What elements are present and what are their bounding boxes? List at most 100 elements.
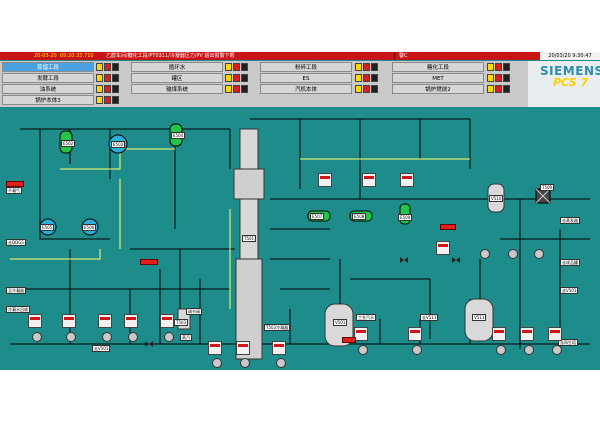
faceplate-panel[interactable] [28,314,42,328]
stream-label: 去再生塔 [558,339,578,346]
equipment-tag[interactable]: E507 [310,213,325,220]
equipment-tag[interactable]: E503 [111,141,126,148]
alarm-indicator-icon [233,85,240,93]
faceplate-panel[interactable] [124,314,138,328]
warning-indicator-icon [96,85,103,93]
pump-icon[interactable] [508,249,518,259]
equipment-tag[interactable]: E502 [61,140,76,147]
warning-indicator-icon [355,85,362,93]
faceplate-panel[interactable] [236,341,250,355]
status-indicator-icon [112,85,119,93]
stream-label: 至冷凝器 [6,287,26,294]
stream-label: 冷凝水回收 [6,306,30,313]
area-button[interactable]: MET [392,73,484,83]
pump-icon[interactable] [66,332,76,342]
pump-icon[interactable] [276,358,286,368]
alarm-box[interactable] [140,259,158,265]
alarm-message: 乙醇车间/糖化工段/PT0311/冷凝器压力/PV 超出报警下限 [106,53,235,59]
faceplate-panel[interactable] [272,341,286,355]
area-button[interactable]: 罐区 [131,73,223,83]
alarm-box[interactable] [440,224,456,230]
alarm-indicator-icon [363,63,370,71]
warning-indicator-icon [96,96,103,104]
pump-icon[interactable] [164,332,174,342]
area-button[interactable]: 输煤系统 [131,84,223,94]
faceplate-panel[interactable] [208,341,222,355]
alarm-indicator-icon [495,85,502,93]
vessel-tag[interactable]: V511 [472,314,487,321]
stream-label: 调节阀 [186,308,202,315]
faceplate-panel[interactable] [548,327,562,341]
faceplate-panel[interactable] [436,241,450,255]
faceplate-panel[interactable] [520,327,534,341]
column-tag[interactable]: T503 [174,319,189,326]
faceplate-panel[interactable] [98,314,112,328]
faceplate-panel[interactable] [62,314,76,328]
pump-icon[interactable] [358,345,368,355]
area-button[interactable]: 汽机本体 [260,84,352,94]
pump-icon[interactable] [102,332,112,342]
pump-icon[interactable] [552,345,562,355]
warning-indicator-icon [96,63,103,71]
warning-indicator-icon [355,63,362,71]
pump-icon[interactable] [128,332,138,342]
alarm-indicator-icon [104,85,111,93]
equipment-tag[interactable]: E505 [40,224,55,231]
equipment-tag[interactable]: E508 [352,213,367,220]
faceplate-panel[interactable] [492,327,506,341]
area-button[interactable]: ES [260,73,352,83]
pump-icon[interactable] [496,345,506,355]
status-indicator-icon [241,85,248,93]
pump-icon[interactable] [412,345,422,355]
pump-icon[interactable] [240,358,250,368]
area-button[interactable]: 锅炉燃烧2 [392,84,484,94]
area-navigation: 蒸馏工段 循环水 粉碎工段 糖化工段 发酵工段 罐区 ES MET 油系统 输煤… [0,61,528,107]
area-button[interactable]: 发酵工段 [2,73,94,83]
equipment-tag[interactable]: E506 [82,224,97,231]
valve-icon[interactable] [145,341,153,347]
faceplate-panel[interactable] [354,327,368,341]
faceplate-panel[interactable] [408,327,422,341]
area-button[interactable]: 锅炉本体3 [2,95,94,105]
alarm-indicator-icon [233,63,240,71]
alarm-box[interactable] [342,337,356,343]
pump-icon[interactable] [524,345,534,355]
valve-icon[interactable] [400,257,408,263]
stream-label: 去DDGS [6,239,26,246]
faceplate-panel[interactable] [362,173,376,187]
area-button[interactable]: 蒸馏工段 [2,62,94,72]
pump-icon[interactable] [534,249,544,259]
status-indicator-icon [241,63,248,71]
pipe-network [10,118,590,360]
status-indicator-icon [241,74,248,82]
equipment-tag[interactable]: E504 [171,132,186,139]
equipment-tag[interactable]: E509 [398,214,413,221]
area-button[interactable]: 循环水 [131,62,223,72]
equipment-tag[interactable]: T509 [540,184,555,191]
pump-icon[interactable] [212,358,222,368]
faceplate-panel[interactable] [400,173,414,187]
column-tag[interactable]: T501 [242,235,257,242]
alarm-date: 20-03-20 [34,53,57,59]
alarm-secondary[interactable]: 警C [394,52,527,60]
area-button[interactable]: 油系统 [2,84,94,94]
status-indicator-icon [503,74,510,82]
vessel-tag[interactable]: V510 [489,195,504,202]
stream-label: 去V511 [420,314,439,321]
pump-icon[interactable] [480,249,490,259]
vessel-tag[interactable]: V501 [333,319,348,326]
alarm-indicator-icon [233,74,240,82]
warning-indicator-icon [225,85,232,93]
stream-label: 去成品罐 [560,259,580,266]
warning-indicator-icon [487,74,494,82]
alarm-bar[interactable]: 20-03-20 09:20:33.710 乙醇车间/糖化工段/PT0311/冷… [0,52,600,60]
valve-icon[interactable] [452,257,460,263]
area-button[interactable]: 糖化工段 [392,62,484,72]
alarm-box[interactable] [6,181,24,187]
pump-icon[interactable] [32,332,42,342]
faceplate-panel[interactable] [160,314,174,328]
warning-indicator-icon [487,63,494,71]
area-button[interactable]: 粉碎工段 [260,62,352,72]
product-logo: PCS 7 [553,76,589,89]
faceplate-panel[interactable] [318,173,332,187]
